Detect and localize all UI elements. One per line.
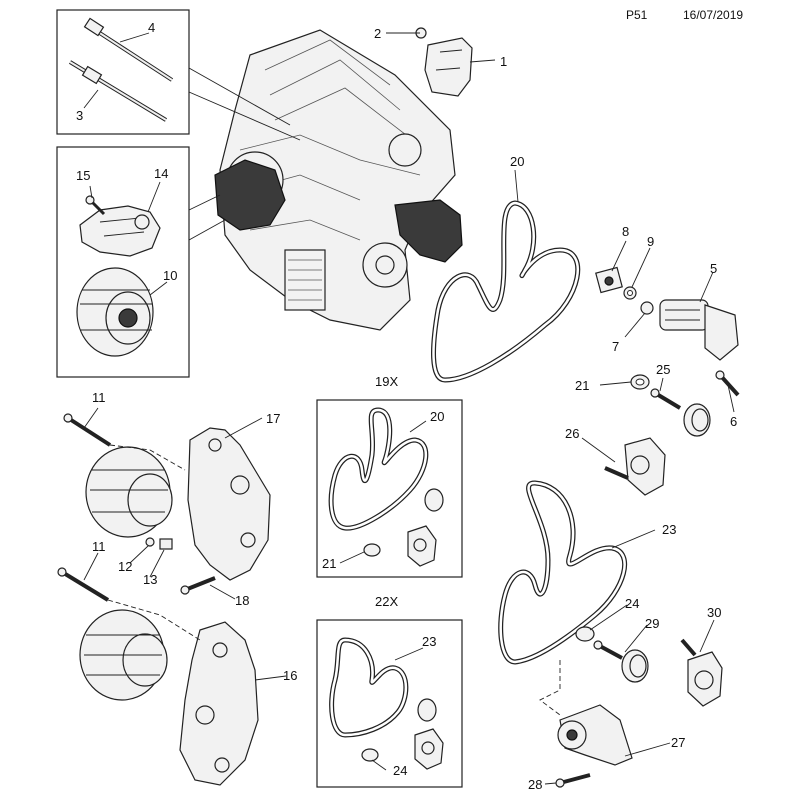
callout-10: 10 (163, 268, 177, 283)
bolt-6 (715, 370, 740, 397)
callout-12: 12 (118, 559, 132, 574)
screw-12 (145, 537, 155, 547)
alternator-cover-14 (79, 205, 161, 257)
callout-26: 26 (565, 426, 579, 441)
kit-22x-box (316, 619, 463, 788)
belt-23 (498, 480, 628, 665)
belt-20 (431, 200, 581, 383)
kit-19x-ring (363, 543, 381, 557)
glow-plug-lower (68, 60, 168, 122)
screw-15 (85, 195, 106, 216)
callout-23-right: 23 (662, 522, 676, 537)
callout-9: 9 (647, 234, 654, 249)
bracket-1 (424, 37, 473, 97)
kit-19x-belt (328, 407, 429, 531)
kit-22x-pulley (417, 698, 437, 722)
nut-7 (640, 301, 654, 315)
sensor-8 (595, 266, 623, 294)
callout-30: 30 (707, 605, 721, 620)
leader-alternator-to-engine-2 (188, 219, 226, 241)
spacer-13 (159, 538, 173, 550)
callout-11-upper: 11 (92, 390, 106, 405)
kit-22x-ring (361, 748, 379, 762)
bracket-16 (179, 621, 259, 786)
dashed-link-11b (107, 599, 201, 641)
callout-17: 17 (266, 411, 280, 426)
callout-11-lower: 11 (92, 539, 106, 554)
callout-15: 15 (76, 168, 90, 183)
bolt-29 (593, 640, 623, 660)
bracket-17 (187, 427, 271, 581)
leader-glowplug-to-engine-2 (188, 91, 301, 141)
callout-numbers: 1 2 3 4 5 6 7 8 9 10 11 11 12 13 14 15 1… (76, 20, 737, 792)
callout-2: 2 (374, 26, 381, 41)
callout-5: 5 (710, 261, 717, 276)
callout-7: 7 (612, 339, 619, 354)
leader-glowplug-to-engine (188, 67, 291, 126)
alternator-10 (76, 267, 154, 357)
callout-4: 4 (148, 20, 155, 35)
callout-28: 28 (528, 777, 542, 792)
page-date: 16/07/2019 (683, 8, 744, 22)
callout-18: 18 (235, 593, 249, 608)
callout-24-right: 24 (625, 596, 639, 611)
callout-6: 6 (730, 414, 737, 429)
alternator-left-lower (79, 609, 168, 701)
alternator-left-upper (85, 446, 173, 538)
starter-motor-5 (659, 299, 739, 361)
callout-21-kit: 21 (322, 556, 336, 571)
callout-14: 14 (154, 166, 168, 181)
dashed-link-27 (539, 660, 561, 716)
kit-label-22x: 22X (375, 594, 398, 609)
callout-29: 29 (645, 616, 659, 631)
tensioner-30 (680, 638, 723, 707)
tensioner-26 (604, 437, 666, 496)
callout-24-kit: 24 (393, 763, 407, 778)
washer-9 (623, 286, 637, 300)
kit-label-19x: 19X (375, 374, 398, 389)
alternator-inset-box (56, 146, 190, 378)
glow-plug-upper (83, 17, 174, 82)
bolt-18 (180, 576, 216, 595)
bolt-11-lower (57, 567, 110, 602)
bolt-11-upper (63, 413, 112, 447)
callout-3: 3 (76, 108, 83, 123)
callout-13: 13 (143, 572, 157, 587)
callout-23-kit: 23 (422, 634, 436, 649)
callout-27: 27 (671, 735, 685, 750)
kit-22x-tensioner (414, 728, 444, 770)
pulley-upper (683, 403, 711, 437)
leader-lines (83, 32, 735, 785)
glow-plug-inset-box (56, 9, 190, 135)
bolt-28 (555, 773, 591, 788)
kit-19x-tensioner (407, 525, 437, 567)
callout-20-main: 20 (510, 154, 524, 169)
kit-22x-belt (329, 637, 409, 738)
page-reference: P51 (626, 8, 648, 22)
kit-19x-pulley (424, 488, 444, 512)
bolt-25 (650, 388, 682, 410)
engine-block (214, 29, 463, 331)
callout-21-right: 21 (575, 378, 589, 393)
kit-19x-box (316, 399, 463, 578)
callout-8: 8 (622, 224, 629, 239)
callout-16: 16 (283, 668, 297, 683)
callout-25: 25 (656, 362, 670, 377)
pulley-lower (621, 649, 649, 683)
ring-24 (575, 626, 595, 642)
callout-20-kit: 20 (430, 409, 444, 424)
leader-alternator-to-engine (188, 194, 221, 211)
ring-21 (630, 374, 650, 390)
callout-1: 1 (500, 54, 507, 69)
bracket-27 (557, 704, 633, 766)
dashed-link-11 (109, 444, 186, 471)
